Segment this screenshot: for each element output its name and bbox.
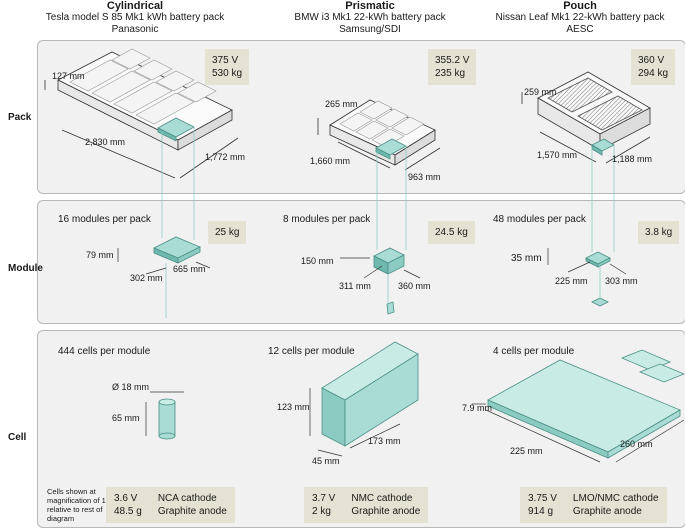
tesla-pack-height: 127 mm xyxy=(52,71,85,81)
tesla-pack-spec: 375 V 530 kg xyxy=(205,49,250,85)
cell-voltage: 3.7 V xyxy=(312,493,336,504)
cell-cathode: LMO/NMC cathode xyxy=(572,493,659,504)
column-header-pouch: Pouch Nissan Leaf Mk1 22-kWh battery pac… xyxy=(480,0,680,36)
nissan-module-count: 48 modules per pack xyxy=(493,214,586,225)
cell-anode: Graphite anode xyxy=(157,506,227,517)
pack-voltage: 375 V xyxy=(212,55,239,66)
tesla-pack-drawing xyxy=(44,48,239,179)
cell-cathode: NMC cathode xyxy=(351,493,413,504)
bmw-module-count: 8 modules per pack xyxy=(283,214,371,225)
column-model: Tesla model S 85 Mk1 kWh battery pack xyxy=(45,12,225,23)
column-model: BMW i3 Mk1 22-kWh battery pack xyxy=(294,12,446,23)
pouch-cell-drawing xyxy=(487,349,685,459)
nissan-module-mass: 3.8 kg xyxy=(638,221,680,244)
cylindrical-cell-spec: 3.6 V NCA cathode 48.5 g Graphite anode xyxy=(106,487,235,523)
column-model: Nissan Leaf Mk1 22-kWh battery pack xyxy=(495,12,665,23)
row-label-cell: Cell xyxy=(8,432,27,443)
prismatic-cell-length: 173 mm xyxy=(368,436,401,446)
cell-voltage: 3.6 V xyxy=(114,493,138,504)
row-label-pack: Pack xyxy=(8,112,32,123)
tesla-module-width: 665 mm xyxy=(173,264,206,274)
prismatic-cell-thickness: 45 mm xyxy=(312,456,340,466)
pack-mass: 294 kg xyxy=(638,68,669,79)
cell-anode: Graphite anode xyxy=(572,506,642,517)
bmw-pack-spec: 355.2 V 235 kg xyxy=(428,49,477,85)
cylindrical-cell-count: 444 cells per module xyxy=(58,346,151,357)
nissan-pack-length: 1,570 mm xyxy=(537,150,578,160)
column-supplier: Samsung/SDI xyxy=(339,24,401,35)
cell-cathode: NCA cathode xyxy=(157,493,217,504)
tesla-module-drawing xyxy=(153,236,201,264)
nissan-module-width: 303 mm xyxy=(605,276,638,286)
module-panel xyxy=(37,200,685,324)
pack-mass: 235 kg xyxy=(435,68,466,79)
column-supplier: Panasonic xyxy=(111,24,159,35)
prismatic-cell-count: 12 cells per module xyxy=(268,346,355,357)
bmw-pack-drawing xyxy=(317,99,441,171)
cell-mass: 2 kg xyxy=(312,506,331,517)
cylindrical-cell-drawing xyxy=(158,398,176,440)
pouch-cell-length: 260 mm xyxy=(620,439,653,449)
column-header-prismatic: Prismatic BMW i3 Mk1 22-kWh battery pack… xyxy=(270,0,470,36)
column-header-cylindrical: Cylindrical Tesla model S 85 Mk1 kWh bat… xyxy=(40,0,230,36)
prismatic-cell-height: 123 mm xyxy=(277,402,310,412)
nissan-pack-spec: 360 V 294 kg xyxy=(631,49,676,85)
bmw-pack-length: 1,660 mm xyxy=(310,156,351,166)
cell-mass: 48.5 g xyxy=(114,506,142,517)
tesla-module-height: 79 mm xyxy=(86,250,114,260)
bmw-pack-height: 265 mm xyxy=(325,99,358,109)
column-type: Pouch xyxy=(563,0,597,12)
tesla-pack-length: 2,830 mm xyxy=(85,137,126,147)
pouch-cell-spec: 3.75 V LMO/NMC cathode 914 g Graphite an… xyxy=(520,487,667,523)
cylindrical-cell-height: 65 mm xyxy=(112,413,140,423)
tesla-module-length: 302 mm xyxy=(130,273,163,283)
column-type: Cylindrical xyxy=(106,0,164,12)
pouch-cell-thickness: 7.9 mm xyxy=(462,403,493,413)
bmw-module-height: 150 mm xyxy=(301,256,334,266)
cell-voltage: 3.75 V xyxy=(528,493,557,504)
bmw-pack-width: 963 mm xyxy=(408,172,441,182)
tesla-module-mass: 25 kg xyxy=(208,221,247,244)
bmw-module-drawing xyxy=(373,247,405,275)
row-label-module: Module xyxy=(8,263,43,274)
column-supplier: AESC xyxy=(566,24,594,35)
prismatic-cell-drawing xyxy=(321,341,419,447)
tesla-pack-width: 1,772 mm xyxy=(205,152,246,162)
cylindrical-cell-diameter: Ø 18 mm xyxy=(112,382,150,392)
nissan-pack-drawing xyxy=(521,71,651,164)
tesla-module-count: 16 modules per pack xyxy=(58,214,151,225)
nissan-module-drawing xyxy=(585,251,611,268)
pack-voltage: 360 V xyxy=(638,55,665,66)
bmw-module-mass: 24.5 kg xyxy=(428,221,475,244)
pack-voltage: 355.2 V xyxy=(435,55,470,66)
column-type: Prismatic xyxy=(345,0,395,12)
cell-mass: 914 g xyxy=(528,506,554,517)
nissan-pack-height: 259 mm xyxy=(524,87,557,97)
bmw-module-length: 311 mm xyxy=(339,281,371,291)
nissan-module-length: 225 mm xyxy=(555,276,588,286)
cell-anode: Graphite anode xyxy=(351,506,421,517)
prismatic-cell-spec: 3.7 V NMC cathode 2 kg Graphite anode xyxy=(304,487,429,523)
nissan-module-height: 35 mm xyxy=(511,253,542,264)
bmw-module-width: 360 mm xyxy=(398,281,431,291)
magnification-note: Cells shown at magnification of 10 relat… xyxy=(47,487,110,523)
pouch-cell-width: 225 mm xyxy=(510,446,543,456)
pouch-cell-count: 4 cells per module xyxy=(493,346,575,357)
pack-mass: 530 kg xyxy=(212,68,243,79)
nissan-pack-width: 1,188 mm xyxy=(612,154,653,164)
